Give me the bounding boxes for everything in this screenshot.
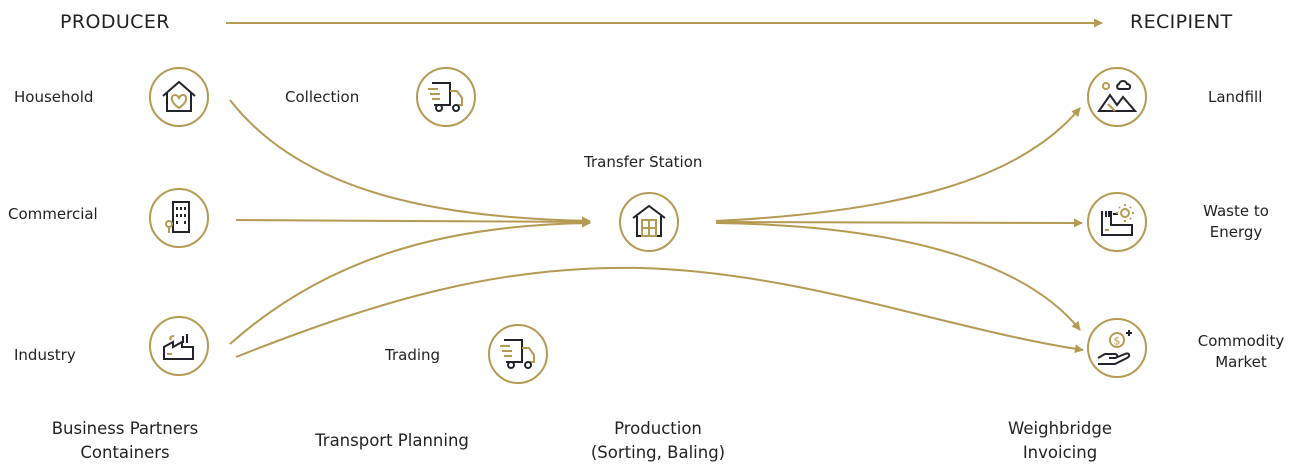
delivery-truck-icon bbox=[488, 324, 548, 384]
commercial-label: Commercial bbox=[8, 205, 98, 223]
house-heart-icon bbox=[149, 67, 209, 127]
flow-industry-transfer bbox=[229, 218, 591, 345]
footer-col4-line1: Weighbridge bbox=[1008, 419, 1112, 438]
flow-transfer-energy bbox=[715, 218, 1083, 228]
delivery-truck-icon bbox=[416, 67, 476, 127]
footer-col3-line2: (Sorting, Baling) bbox=[590, 443, 726, 462]
power-plant-sun-icon bbox=[1087, 192, 1147, 252]
factory-icon bbox=[149, 316, 209, 376]
commodity-market-line2: Market bbox=[1215, 353, 1267, 371]
industry-label: Industry bbox=[14, 346, 76, 364]
office-building-icon bbox=[149, 188, 209, 248]
footer-col3-line1: Production bbox=[614, 419, 702, 438]
transfer-station-label: Transfer Station bbox=[584, 153, 703, 171]
footer-transport-planning: Transport Planning bbox=[315, 431, 469, 450]
flow-industry-commodity bbox=[235, 266, 1084, 358]
recipient-heading: RECIPIENT bbox=[1130, 11, 1233, 33]
footer-weighbridge: Weighbridge Invoicing bbox=[960, 417, 1160, 465]
commodity-market-label: Commodity Market bbox=[1186, 331, 1296, 373]
footer-col1-line1: Business Partners bbox=[51, 419, 199, 438]
collection-label: Collection bbox=[285, 88, 360, 106]
landfill-label: Landfill bbox=[1208, 88, 1263, 106]
flow-transfer-landfill bbox=[715, 107, 1081, 222]
footer-production: Production (Sorting, Baling) bbox=[553, 417, 763, 465]
waste-to-energy-label: Waste to Energy bbox=[1196, 201, 1276, 243]
household-label: Household bbox=[14, 88, 94, 106]
producer-heading: PRODUCER bbox=[60, 11, 170, 33]
footer-col1-line2: Containers bbox=[80, 443, 170, 462]
flow-transfer-commodity bbox=[715, 222, 1081, 331]
trading-label: Trading bbox=[385, 346, 441, 364]
flow-commercial-transfer bbox=[235, 217, 591, 227]
waste-to-energy-line2: Energy bbox=[1209, 223, 1263, 241]
commodity-market-line1: Commodity bbox=[1197, 332, 1285, 350]
waste-to-energy-line1: Waste to bbox=[1203, 202, 1269, 220]
footer-business-partners: Business Partners Containers bbox=[20, 417, 230, 465]
hand-dollar-coin-icon: $ bbox=[1087, 318, 1147, 378]
footer-col4-line2: Invoicing bbox=[1022, 443, 1098, 462]
landfill-mountain-icon bbox=[1087, 67, 1147, 127]
flow-household-transfer bbox=[229, 99, 591, 226]
warehouse-box-icon bbox=[619, 192, 679, 252]
svg-text:$: $ bbox=[1114, 335, 1121, 348]
